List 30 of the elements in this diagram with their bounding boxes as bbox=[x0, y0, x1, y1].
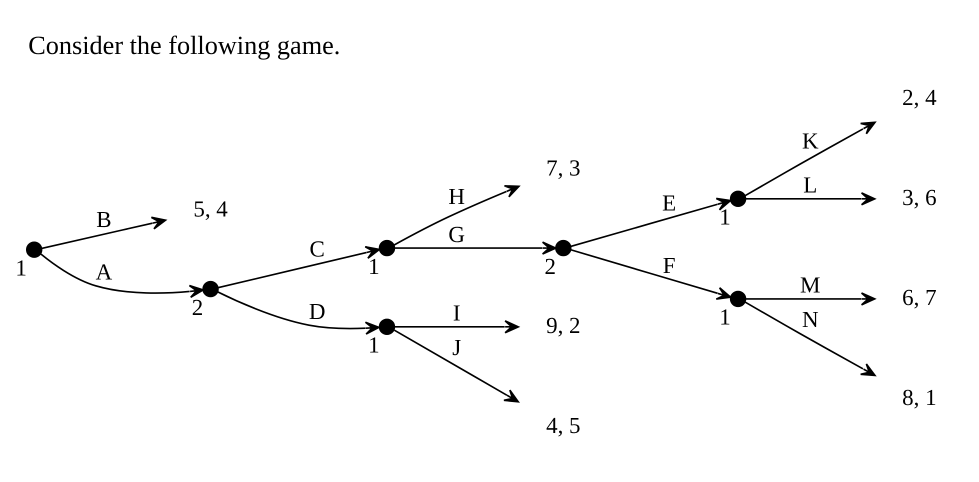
node-text: 2, 4 bbox=[902, 84, 937, 110]
edge-label: I bbox=[452, 300, 461, 326]
edge-label: G bbox=[448, 221, 465, 246]
node-text: 6, 7 bbox=[902, 284, 937, 310]
node-text: 3, 6 bbox=[902, 184, 937, 210]
node-text: 8, 1 bbox=[902, 384, 937, 410]
edge-label: H bbox=[448, 184, 465, 209]
edge-label: J bbox=[452, 334, 462, 360]
edge-label: C bbox=[310, 236, 325, 262]
node-label: 2 bbox=[192, 294, 204, 320]
edge-label: A bbox=[96, 259, 112, 284]
node-text: 9, 2 bbox=[546, 312, 581, 338]
node-text: 4, 5 bbox=[546, 412, 581, 438]
node-label: 2 bbox=[544, 253, 556, 278]
edge-label: B bbox=[96, 206, 112, 232]
node-label: 1 bbox=[15, 254, 27, 280]
node-text: 5, 4 bbox=[193, 196, 228, 221]
edge-label: F bbox=[662, 252, 676, 278]
edge-label: D bbox=[308, 298, 326, 324]
edge-label: K bbox=[802, 128, 819, 153]
edge-label: N bbox=[802, 306, 819, 332]
node-label: 1 bbox=[368, 253, 380, 278]
edge-label: L bbox=[803, 172, 818, 198]
edge-label: M bbox=[800, 272, 820, 298]
diagram-title: Consider the following game. bbox=[28, 30, 340, 60]
node-label: 1 bbox=[368, 332, 380, 358]
edge-label: E bbox=[662, 190, 676, 216]
node-label: 1 bbox=[719, 204, 731, 230]
node-text: 7, 3 bbox=[546, 154, 581, 180]
node-label: 1 bbox=[719, 304, 731, 330]
